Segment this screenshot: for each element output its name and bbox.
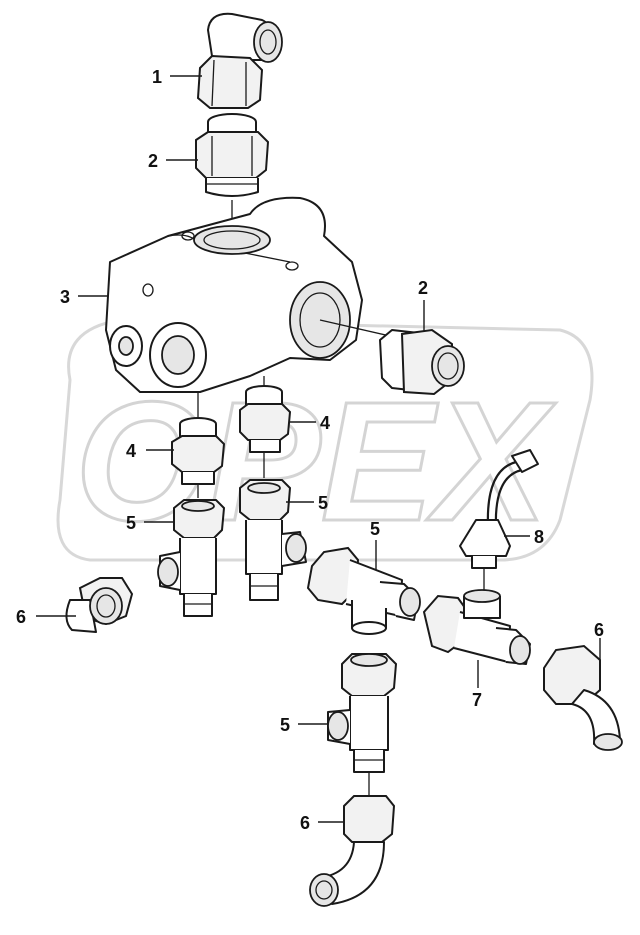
callout-8: 8 bbox=[534, 527, 544, 547]
part-5-tee-lower bbox=[327, 653, 398, 800]
callout-2-right: 2 bbox=[418, 278, 428, 298]
part-6-elbow-left bbox=[65, 577, 134, 633]
callout-2-top: 2 bbox=[148, 151, 158, 171]
part-4-right-adapter bbox=[239, 376, 292, 478]
callout-6-left: 6 bbox=[16, 607, 26, 627]
callout-5-center: 5 bbox=[370, 519, 380, 539]
callout-1: 1 bbox=[152, 67, 162, 87]
part-3-valve-body bbox=[105, 196, 391, 393]
callout-4-left: 4 bbox=[126, 441, 136, 461]
callout-7: 7 bbox=[472, 690, 482, 710]
callout-6-bottom: 6 bbox=[300, 813, 310, 833]
part-1-elbow-fitting bbox=[196, 12, 283, 109]
callout-3: 3 bbox=[60, 287, 70, 307]
callout-5-lower: 5 bbox=[280, 715, 290, 735]
part-8-sensor bbox=[459, 449, 539, 590]
part-5-tee-middle bbox=[239, 479, 307, 601]
callout-labels: 1 2 2 3 4 4 5 5 5 5 6 6 6 7 8 bbox=[16, 67, 604, 833]
callout-5-left: 5 bbox=[126, 513, 136, 533]
part-7-tee bbox=[422, 589, 531, 665]
callout-5-middle: 5 bbox=[318, 493, 328, 513]
leader-lines bbox=[36, 75, 601, 823]
part-5-tee-center bbox=[306, 546, 421, 635]
callout-6-right: 6 bbox=[594, 620, 604, 640]
part-6-elbow-bottom bbox=[309, 795, 396, 907]
part-4-left-adapter bbox=[171, 392, 226, 498]
part-2-right-nipple bbox=[379, 328, 465, 396]
part-5-tee-left bbox=[157, 499, 226, 617]
callout-4-right: 4 bbox=[320, 413, 330, 433]
part-6-elbow-right bbox=[543, 644, 623, 751]
part-2-top-nipple bbox=[195, 113, 270, 232]
